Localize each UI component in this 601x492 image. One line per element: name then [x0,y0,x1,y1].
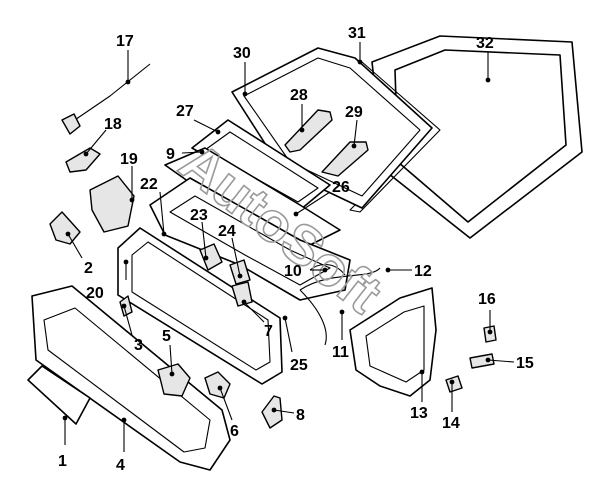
callout-12: 12 [414,263,432,280]
part-14-clip [445,375,463,393]
callout-7: 7 [264,323,273,340]
callout-25: 25 [290,357,308,374]
callout-4: 4 [116,457,125,474]
part-17-wiper-arm [61,63,151,135]
callout-15: 15 [516,355,534,372]
callout-14: 14 [442,415,460,432]
callout-9: 9 [166,146,175,163]
callout-8: 8 [296,407,305,424]
callout-5: 5 [162,328,171,345]
parts-drawing [27,35,583,471]
callout-31: 31 [348,25,366,42]
callout-16: 16 [478,291,496,308]
callout-3: 3 [134,337,143,354]
callout-10: 10 [284,263,302,280]
part-5-reflector [157,363,191,397]
callout-30: 30 [233,45,251,62]
part-29-mirror-bracket [321,141,369,177]
leader-lines [64,42,515,452]
callout-6: 6 [230,423,239,440]
part-25-bracket [231,281,253,307]
callout-11: 11 [332,344,349,361]
callout-23: 23 [190,207,208,224]
callout-labels: 1 2 3 4 5 6 7 8 9 10 11 12 13 14 15 16 1… [58,25,534,474]
callout-32: 32 [476,35,494,52]
part-6-side-marker [204,371,231,399]
callout-20: 20 [86,285,104,302]
part-8-bracket [261,395,283,429]
callout-18: 18 [104,116,122,133]
callout-2: 2 [84,260,93,277]
part-10-release-cable [299,264,381,346]
callout-29: 29 [345,104,363,121]
callout-27: 27 [176,103,194,120]
part-20-grille-panel [117,227,283,385]
leader-dots [62,59,493,423]
part-15-clip [469,353,495,369]
callout-28: 28 [290,87,308,104]
callout-26: 26 [332,179,350,196]
callout-24: 24 [218,223,236,240]
part-19-horn [89,175,135,233]
callout-1: 1 [58,453,67,470]
part-2-fog-lamp [49,211,81,245]
part-22-radiator-support [149,177,351,301]
part-24-latch [229,259,251,285]
callout-13: 13 [410,405,428,422]
part-4-front-bumper [31,285,231,471]
callout-17: 17 [116,33,134,50]
part-1-license-plate [27,365,91,425]
part-13-fender-liner [349,287,437,397]
callout-19: 19 [120,151,138,168]
part-18-washer-nozzle [65,147,101,173]
callout-22: 22 [140,176,158,193]
part-28-mirror-bracket [284,109,333,153]
part-32-windshield-frame [371,35,583,239]
